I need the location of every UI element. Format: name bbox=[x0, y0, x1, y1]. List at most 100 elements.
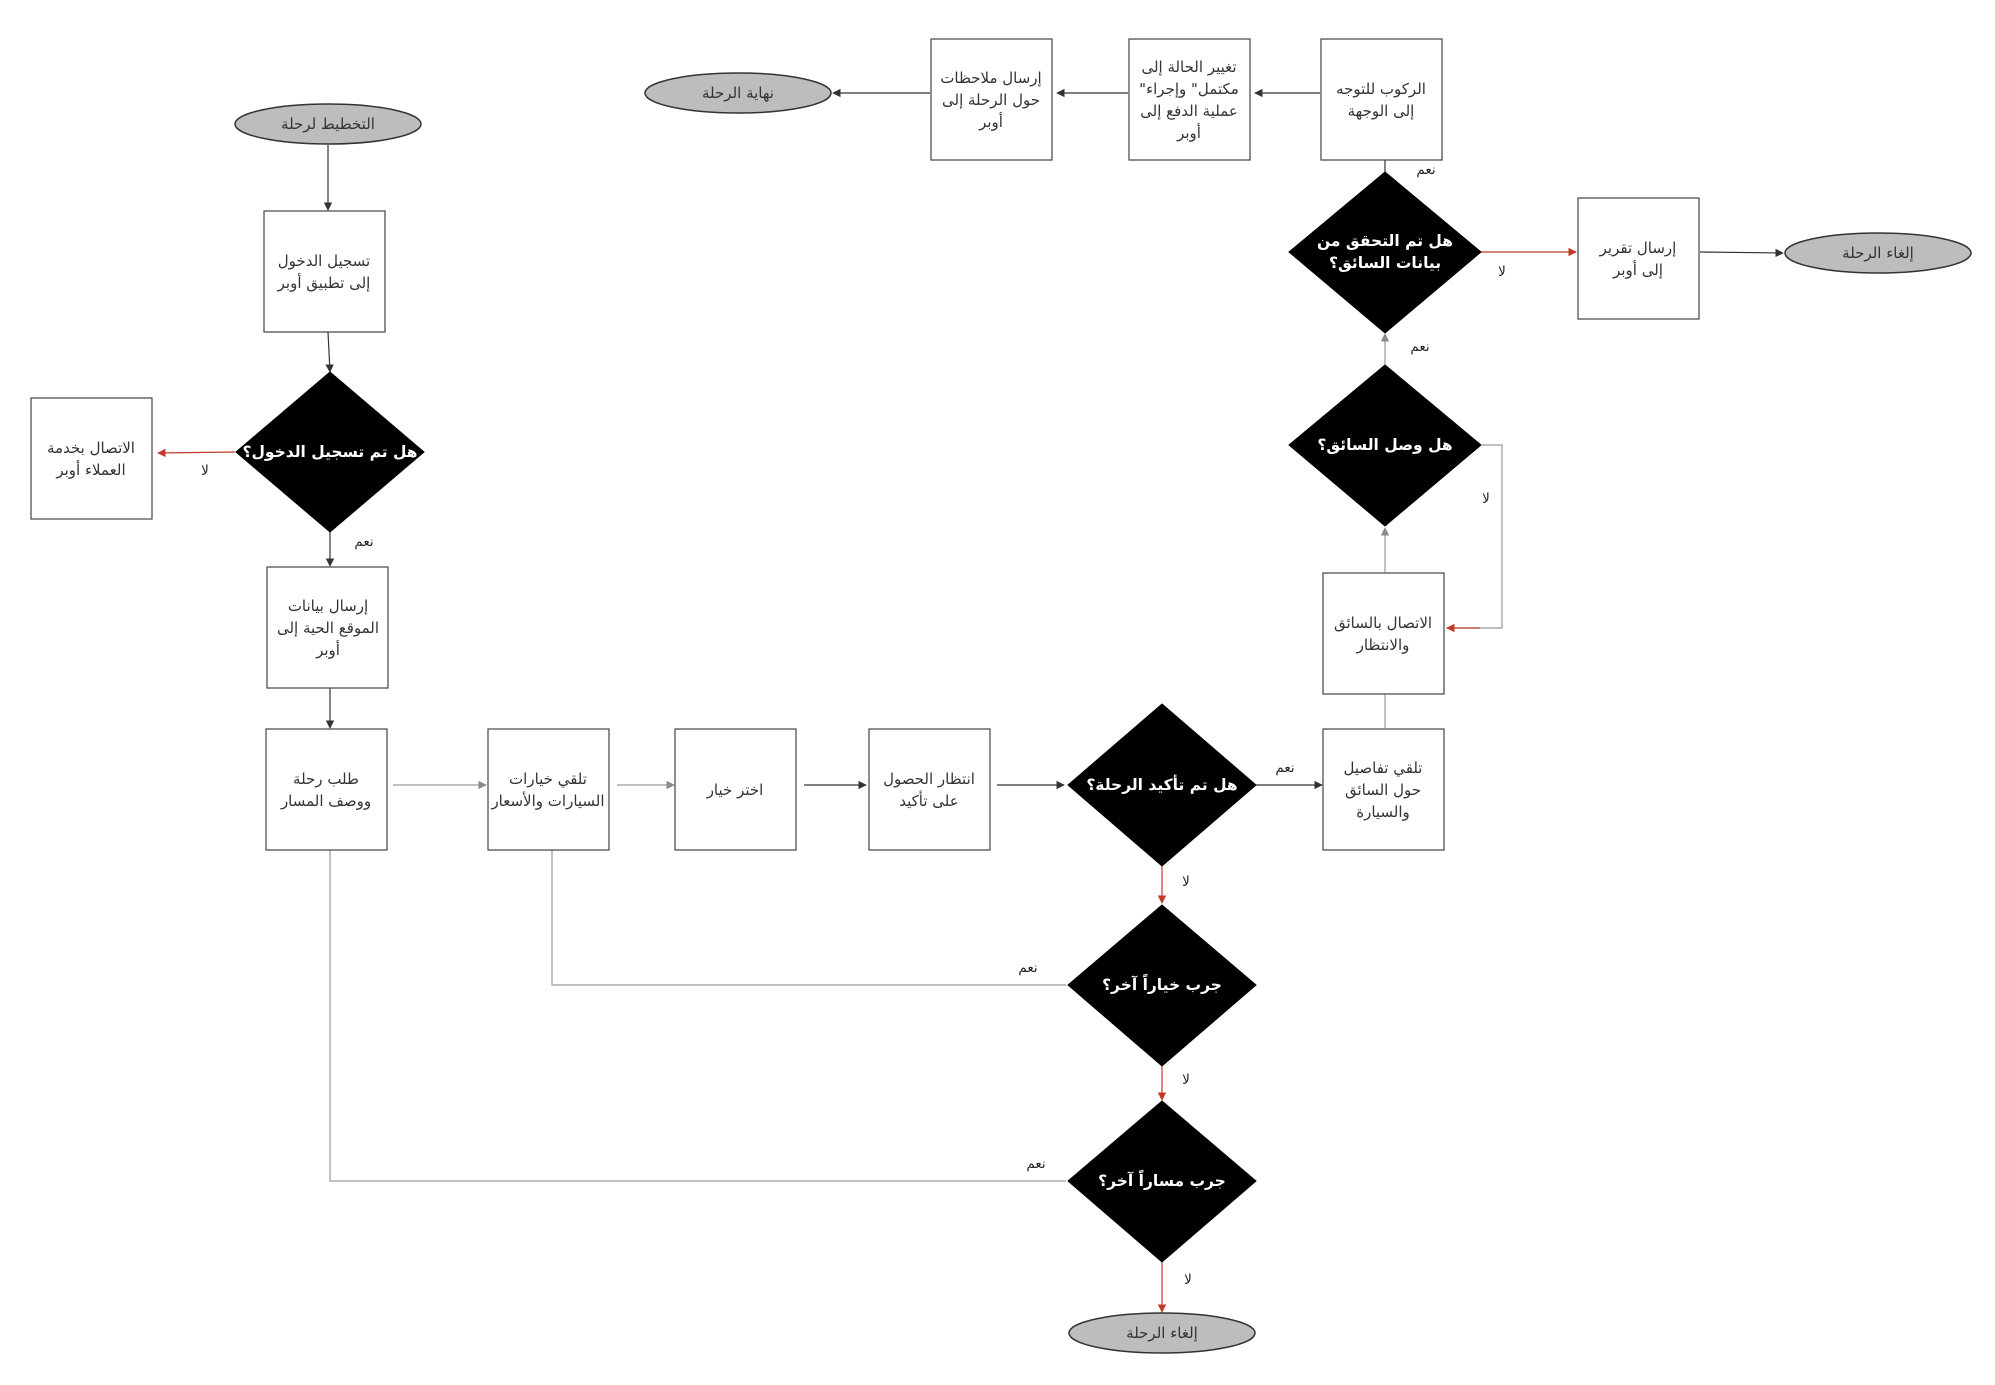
node-text-line: أوبر bbox=[978, 112, 1003, 131]
node-text-line: هل تم تأكيد الرحلة؟ bbox=[1086, 775, 1237, 794]
edge-report-to-cancel bbox=[1699, 248, 1784, 258]
node-text-line: نهاية الرحلة bbox=[702, 84, 774, 102]
node-receive-driver-details: تلقي تفاصيل حول السائق والسيارة bbox=[1322, 728, 1445, 851]
node-text-line: حول الرحلة إلى bbox=[942, 91, 1040, 109]
node-send-feedback: إرسال ملاحظات حول الرحلة إلى أوبر bbox=[930, 38, 1053, 161]
label-confirmed-no: لا bbox=[1182, 874, 1190, 890]
node-text-line: إلى الوجهة bbox=[1348, 102, 1415, 120]
node-cancel-bottom: إلغاء الرحلة bbox=[1068, 1312, 1256, 1354]
node-text-line: إرسال ملاحظات bbox=[940, 69, 1041, 87]
node-text-line: هل تم تسجيل الدخول؟ bbox=[242, 443, 417, 461]
node-wait-confirmation-text: انتظار الحصول على تأكيد bbox=[883, 770, 975, 810]
node-text-line: السيارات والأسعار bbox=[490, 791, 604, 810]
node-text-line: جرب مساراً آخر؟ bbox=[1098, 1170, 1226, 1190]
node-send-report-text: إرسال تقرير إلى أوبر bbox=[1599, 239, 1677, 279]
node-text-line: إرسال بيانات bbox=[288, 597, 368, 615]
label-tryoption-no: لا bbox=[1182, 1072, 1190, 1088]
node-cancel-right: إلغاء الرحلة bbox=[1784, 232, 1972, 274]
node-text-line: إرسال تقرير bbox=[1599, 239, 1677, 257]
label-tryoption-yes: نعم bbox=[1018, 960, 1037, 976]
node-text-line: تلقي تفاصيل bbox=[1344, 759, 1423, 778]
node-text-line: إلغاء الرحلة bbox=[1842, 244, 1914, 262]
node-ride-to-destination-text: الركوب للتوجه إلى الوجهة bbox=[1336, 80, 1426, 120]
label-arrived-yes: نعم bbox=[1410, 339, 1429, 355]
node-text-line: والانتظار bbox=[1356, 636, 1410, 654]
edge-arrived-no-loop bbox=[1446, 444, 1503, 629]
node-contact-support: الاتصال بخدمة العملاء أوبر bbox=[30, 397, 153, 520]
node-text-line: "مكتمل" وإجراء bbox=[1139, 80, 1239, 98]
node-text-line: أوبر bbox=[1176, 123, 1201, 142]
node-text-line: اختر خيار bbox=[706, 781, 764, 799]
node-cancel-right-text: إلغاء الرحلة bbox=[1842, 244, 1914, 262]
node-text-line: تسجيل الدخول bbox=[278, 252, 370, 270]
node-choose-option-text: اختر خيار bbox=[706, 781, 764, 799]
node-text-line: ووصف المسار bbox=[280, 792, 371, 810]
node-is-logged-in-text: هل تم تسجيل الدخول؟ bbox=[242, 443, 417, 461]
node-text-line: على تأكيد bbox=[899, 790, 958, 810]
node-cancel-bottom-text: إلغاء الرحلة bbox=[1126, 1324, 1198, 1342]
node-end-text: نهاية الرحلة bbox=[702, 84, 774, 102]
node-choose-option: اختر خيار bbox=[674, 728, 797, 851]
node-text-line: الركوب للتوجه bbox=[1336, 80, 1426, 98]
node-text-line: إلى أوبر bbox=[1612, 260, 1663, 279]
node-ride-to-destination: الركوب للتوجه إلى الوجهة bbox=[1320, 38, 1443, 161]
node-end: نهاية الرحلة bbox=[644, 72, 832, 114]
node-contact-support-text: الاتصال بخدمة العملاء أوبر bbox=[47, 439, 135, 479]
node-is-logged-in: هل تم تسجيل الدخول؟ bbox=[235, 371, 425, 533]
edge-login-to-loggedin bbox=[325, 331, 334, 373]
node-text-line: حول السائق bbox=[1345, 781, 1421, 799]
edge-loggedin-no-support bbox=[157, 448, 236, 458]
node-text-line: الاتصال بخدمة bbox=[47, 439, 135, 457]
edge-tryoption-yes-options bbox=[547, 841, 1066, 986]
edges bbox=[157, 88, 1784, 1313]
node-text-line: تغيير الحالة إلى bbox=[1141, 58, 1236, 76]
label-arrived-no: لا bbox=[1482, 491, 1490, 507]
label-tryroute-no: لا bbox=[1184, 1272, 1192, 1288]
node-text-line: إلى تطبيق أوبر bbox=[277, 273, 371, 292]
node-text-line: طلب رحلة bbox=[293, 770, 359, 788]
node-try-other-route-text: جرب مساراً آخر؟ bbox=[1098, 1170, 1226, 1190]
node-login-app-text: تسجيل الدخول إلى تطبيق أوبر bbox=[277, 252, 371, 292]
label-loggedin-no: لا bbox=[201, 463, 209, 479]
node-send-report: إرسال تقرير إلى أوبر bbox=[1577, 197, 1700, 320]
node-text-line: انتظار الحصول bbox=[883, 770, 975, 788]
node-try-other-option-text: جرب خياراً آخر؟ bbox=[1102, 974, 1222, 994]
node-login-app: تسجيل الدخول إلى تطبيق أوبر bbox=[263, 210, 386, 333]
node-text-line: والسيارة bbox=[1356, 803, 1410, 821]
node-text-line: الموقع الحية إلى bbox=[277, 619, 379, 637]
node-text-line: بيانات السائق؟ bbox=[1329, 254, 1441, 272]
node-wait-confirmation: انتظار الحصول على تأكيد bbox=[868, 728, 991, 851]
node-driver-arrived-text: هل وصل السائق؟ bbox=[1317, 436, 1452, 454]
node-text-line: إلغاء الرحلة bbox=[1126, 1324, 1198, 1342]
label-confirmed-yes: نعم bbox=[1275, 760, 1294, 776]
edge-tryroute-yes-request bbox=[325, 841, 1066, 1182]
node-text-line: جرب خياراً آخر؟ bbox=[1102, 974, 1222, 994]
node-text-line: التخطيط لرحلة bbox=[281, 115, 375, 133]
label-tryroute-yes: نعم bbox=[1026, 1156, 1045, 1172]
node-request-ride-text: طلب رحلة ووصف المسار bbox=[280, 770, 371, 810]
node-is-confirmed: هل تم تأكيد الرحلة؟ bbox=[1067, 703, 1257, 867]
node-try-other-option: جرب خياراً آخر؟ bbox=[1067, 904, 1257, 1067]
node-is-confirmed-text: هل تم تأكيد الرحلة؟ bbox=[1086, 775, 1237, 794]
node-try-other-route: جرب مساراً آخر؟ bbox=[1067, 1100, 1257, 1263]
node-start: التخطيط لرحلة bbox=[234, 103, 422, 145]
node-request-ride: طلب رحلة ووصف المسار bbox=[265, 728, 388, 851]
label-loggedin-yes: نعم bbox=[354, 534, 373, 550]
node-text-line: العملاء أوبر bbox=[55, 460, 125, 479]
node-send-feedback-text: إرسال ملاحظات حول الرحلة إلى أوبر bbox=[940, 69, 1041, 131]
node-text-line: هل وصل السائق؟ bbox=[1317, 436, 1452, 454]
node-start-text: التخطيط لرحلة bbox=[281, 115, 375, 133]
node-receive-driver-details-text: تلقي تفاصيل حول السائق والسيارة bbox=[1344, 759, 1423, 821]
